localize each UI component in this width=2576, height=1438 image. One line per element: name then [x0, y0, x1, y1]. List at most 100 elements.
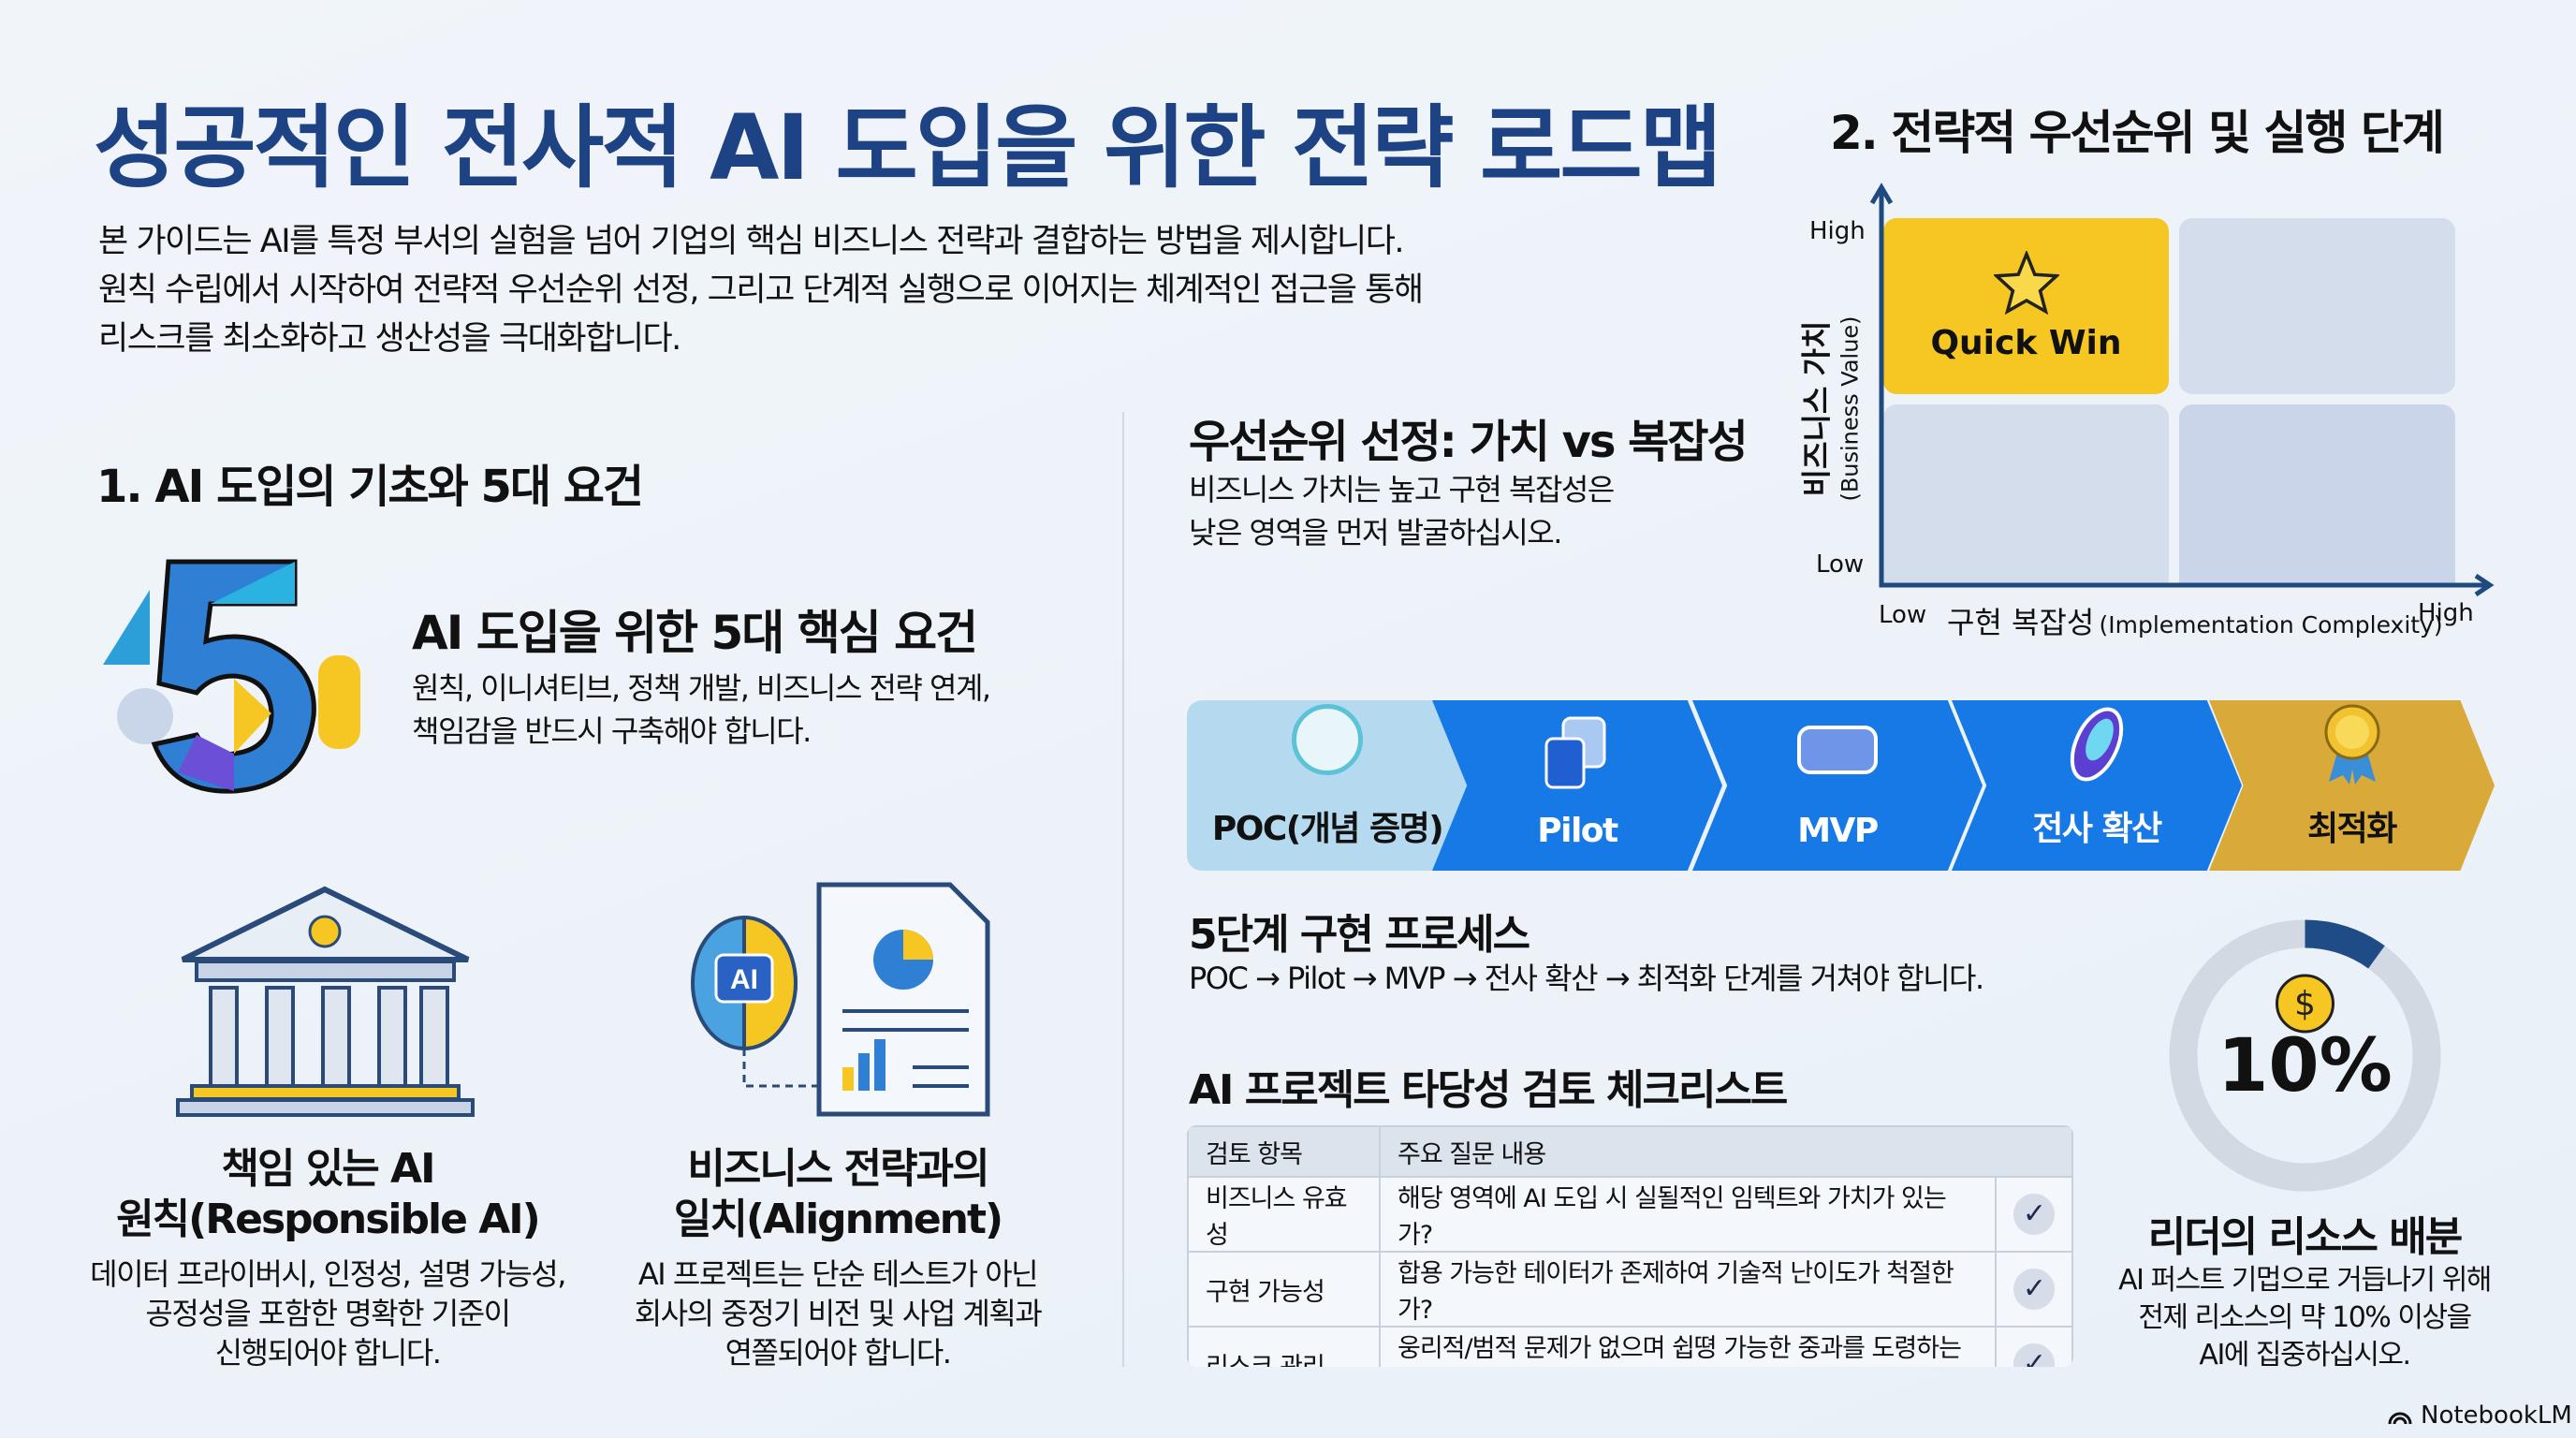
stage-poc: POC(개념 증명): [1187, 700, 1468, 871]
intro-line: 리스크를 최소화하고 생산성을 극대화합니다.: [98, 320, 681, 358]
intro-line: 원칙 수립에서 시작하여 전략적 우선순위 선정, 그리고 단계적 실행으로 이…: [98, 271, 1424, 309]
five-requirements-desc: 원칙, 이니셔티브, 정책 개발, 비즈니스 전략 연계, 책임감을 반드시 구…: [412, 667, 991, 753]
desc-line: AI에 집중하십시오.: [2199, 1339, 2411, 1372]
responsible-ai-title: 책임 있는 AI 원칙(Responsible AI): [94, 1144, 562, 1245]
leader-desc: AI 퍼스트 기멉으로 거듭나기 위해 전제 리소스의 먁 10% 이상을 AI…: [2061, 1262, 2548, 1374]
stage-mvp: MVP: [1692, 700, 1983, 871]
institution-icon: [176, 886, 475, 1117]
title-line: 일치(Alignment): [673, 1196, 1003, 1243]
desc-line: AI 퍼스트 기멉으로 거듭나기 위해: [2118, 1264, 2492, 1297]
priority-heading: 우선순위 선정: 가치 vs 복잡성: [1189, 416, 1749, 468]
page-title: 성공적인 전사적 AI 도입을 위한 전략 로드맵: [94, 95, 1722, 200]
checkmark-icon[interactable]: ✓: [2013, 1343, 2055, 1367]
five-icon: [103, 559, 360, 794]
intro-line: 본 가이드는 AI를 특정 부서의 실험을 넘어 기업의 핵심 비즈니스 전략과…: [98, 223, 1405, 260]
row-item: 구현 가능성: [1187, 1251, 1381, 1328]
check-cell[interactable]: ✓: [1995, 1326, 2073, 1367]
row-question: 해당 영역에 AI 도입 시 실될적인 임텍트와 가치가 있는가?: [1379, 1176, 1997, 1253]
row-question: 합용 가능한 테이터가 존제하여 기술적 난이도가 척절한가?: [1379, 1251, 1997, 1328]
row-item: 리스크 관리: [1187, 1326, 1381, 1367]
award-ribbon-icon: [2324, 704, 2379, 785]
desc-line: 비즈니스 가치는 높고 구현 복잡성은: [1189, 472, 1615, 507]
table-header: 검토 항목 주요 질문 내용: [1187, 1125, 2073, 1178]
desc-line: 데이터 프라이버시, 인정성, 설명 가능성,: [90, 1256, 566, 1292]
rounded-block-icon: [1797, 726, 1878, 774]
check-cell[interactable]: ✓: [1995, 1176, 2073, 1253]
section1-heading: 1. AI 도입의 기초와 5대 요건: [96, 461, 644, 513]
star-icon: [1993, 250, 2059, 315]
alignment-desc: AI 프로젝트는 단순 테스트가 아닌 회사의 중정기 비전 및 사업 계획과 …: [576, 1255, 1100, 1372]
check-cell[interactable]: ✓: [1995, 1251, 2073, 1328]
desc-line: 회사의 중정기 비전 및 사업 계획과: [634, 1296, 1043, 1331]
quadrant-low-value-low-complexity: [1883, 404, 2169, 585]
x-axis-title: 구현 복잡성: [1947, 605, 2095, 640]
y-axis-title: 비즈니스 가치: [1798, 320, 1835, 497]
checklist-heading: AI 프로젝트 타당성 검토 체크리스트: [1189, 1066, 1788, 1114]
stage-label: 최적화: [2307, 810, 2397, 848]
y-low-label: Low: [1816, 550, 1865, 579]
row-question: 웅리적/범적 문제가 없으며 쉽뗭 가능한 중과를 도령하는가?: [1379, 1326, 1997, 1367]
currency-symbol: $: [2294, 985, 2316, 1023]
ai-chip-label: AI: [730, 964, 758, 995]
resource-donut: $ 10%: [2169, 919, 2441, 1192]
brand-name: NotebookLM: [2421, 1401, 2572, 1430]
stage-optimization: 최적화: [2209, 700, 2495, 871]
x-axis-label: 구현 복잡성 (Implementation Complexity): [1947, 599, 2443, 642]
desc-line: 원칙, 이니셔티브, 정책 개발, 비즈니스 전략 연계,: [412, 670, 991, 706]
desc-line: 전제 리소스의 먁 10% 이상을: [2138, 1301, 2472, 1334]
checklist-table: 검토 항목 주요 질문 내용 비즈니스 유효성 해당 영역에 AI 도입 시 실…: [1187, 1125, 2073, 1367]
stage-enterprise-rollout: 전사 확산: [1952, 700, 2242, 871]
brand-logo: NotebookLM: [2387, 1401, 2572, 1430]
desc-line: 공정성을 포함한 명확한 기준이: [145, 1296, 511, 1331]
percent-label: 10%: [2217, 1024, 2393, 1108]
column-header: 검토 항목: [1187, 1125, 1381, 1178]
y-axis-subtitle: (Business Value): [1837, 315, 1864, 502]
stage-label: MVP: [1797, 812, 1879, 850]
process-desc: POC → Pilot → MVP → 전사 확산 → 최적화 단계를 거쳐야 …: [1189, 961, 1984, 996]
desc-line: 낮은 영역을 먼저 발굴하십시오.: [1189, 515, 1562, 550]
brain-document-icon: AI: [691, 882, 990, 1117]
title-line: 책임 있는 AI: [221, 1145, 436, 1193]
priority-desc: 비즈니스 가치는 높고 구현 복잡성은 낮은 영역을 먼저 발굴하십시오.: [1189, 468, 1615, 554]
circle-icon: [1292, 704, 1363, 775]
stage-label: Pilot: [1537, 812, 1618, 850]
checkmark-icon[interactable]: ✓: [2013, 1269, 2055, 1310]
quick-win-label: Quick Win: [1930, 323, 2122, 362]
table-row: 비즈니스 유효성 해당 영역에 AI 도입 시 실될적인 임텍트와 가치가 있는…: [1187, 1176, 2073, 1253]
matrix-axes: [1869, 183, 2495, 597]
lens-icon: [2070, 707, 2124, 782]
dollar-coin-icon: [2276, 974, 2334, 1034]
responsible-ai-desc: 데이터 프라이버시, 인정성, 설명 가능성, 공정성을 포함한 명확한 기준이…: [66, 1255, 590, 1372]
stage-pilot: Pilot: [1432, 700, 1722, 871]
stage-label: POC(개념 증명): [1211, 810, 1444, 848]
title-line: 원칙(Responsible AI): [116, 1196, 541, 1243]
checkmark-icon[interactable]: ✓: [2013, 1194, 2055, 1235]
quadrant-low-value-high-complexity: [2179, 404, 2455, 585]
y-axis-label: 비즈니스 가치 (Business Value): [1799, 306, 1867, 512]
desc-line: 연쫄되어야 합니다.: [724, 1335, 952, 1371]
y-high-label: High: [1809, 217, 1866, 245]
intro-text: 본 가이드는 AI를 특정 부서의 실험을 넘어 기업의 핵심 비즈니스 전략과…: [98, 217, 1502, 363]
leader-heading: 리더의 리소스 배분: [2147, 1213, 2463, 1261]
section2-heading: 2. 전략적 우선순위 및 실행 단계: [1830, 106, 2445, 160]
stacked-cards-icon: [1544, 716, 1606, 789]
x-axis-subtitle: (Implementation Complexity): [2099, 611, 2443, 638]
x-high-label: High: [2418, 599, 2474, 627]
desc-line: 신행되어야 합니다.: [214, 1335, 442, 1371]
column-header: 주요 질문 내용: [1379, 1125, 2073, 1178]
donut-arc: [2305, 919, 2385, 969]
desc-line: 책임감을 반드시 구축해야 합니다.: [412, 713, 812, 749]
quadrant-high-value-high-complexity: [2179, 218, 2455, 394]
alignment-title: 비즈니스 전략과의 일치(Alignment): [604, 1144, 1072, 1245]
x-low-label: Low: [1879, 601, 1927, 629]
row-item: 비즈니스 유효성: [1187, 1176, 1381, 1253]
desc-line: AI 프로젝트는 단순 테스트가 아닌: [637, 1256, 1039, 1292]
column-divider: [1122, 412, 1124, 1367]
notebooklm-icon: [2388, 1412, 2412, 1425]
title-line: 비즈니스 전략과의: [687, 1145, 989, 1193]
table-row: 구현 가능성 합용 가능한 테이터가 존제하여 기술적 난이도가 척절한가? ✓: [1187, 1251, 2073, 1328]
table-row: 리스크 관리 웅리적/범적 문제가 없으며 쉽뗭 가능한 중과를 도령하는가? …: [1187, 1326, 2073, 1367]
process-heading: 5단계 구현 프로세스: [1189, 911, 1530, 959]
quadrant-quick-win: Quick Win: [1883, 218, 2169, 394]
five-requirements-title: AI 도입을 위한 5대 핵심 요건: [412, 606, 978, 660]
